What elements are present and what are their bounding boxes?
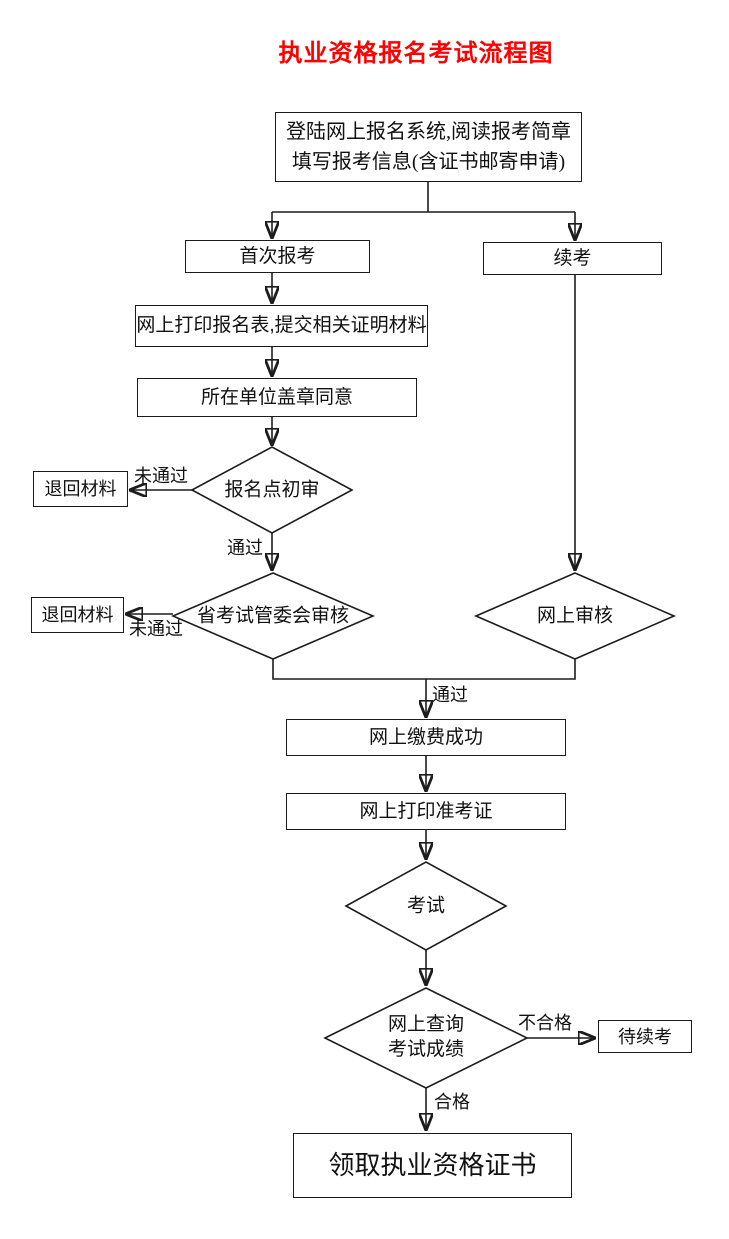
- edge-label-score-pass: 合格: [434, 1092, 470, 1112]
- online-review-diamond: [473, 572, 677, 660]
- first-time-label: 首次报考: [239, 245, 316, 267]
- page-title: 执业资格报名考试流程图: [278, 41, 554, 67]
- return-materials-label-1: 退回材料: [44, 479, 117, 499]
- edge-label-merge-pass: 通过: [432, 685, 468, 705]
- login-box-line2: 填写报考信息(含证书邮寄申请): [291, 151, 566, 173]
- exam-label: 考试: [406, 895, 446, 917]
- exam-diamond: [344, 861, 508, 951]
- await-retake-box: 待续考: [598, 1020, 692, 1053]
- return-materials-box-2: 退回材料: [31, 597, 124, 633]
- print-ticket-box: 网上打印准考证: [286, 793, 566, 830]
- edge-label-site-review-pass: 通过: [227, 538, 263, 558]
- provincial-review-label: 省考试管委会审核: [196, 605, 350, 627]
- get-certificate-box: 领取执业资格证书: [293, 1133, 572, 1198]
- login-box-line1: 登陆网上报名系统,阅读报考简章: [286, 121, 571, 143]
- first-time-box: 首次报考: [185, 240, 370, 273]
- check-score-line1: 网上查询: [387, 1014, 465, 1035]
- pay-online-label: 网上缴费成功: [368, 726, 483, 748]
- provincial-review-diamond: [170, 572, 376, 660]
- check-score-diamond: [323, 987, 529, 1089]
- check-score-label: 网上查询 考试成绩: [388, 1012, 464, 1062]
- return-materials-label-2: 退回材料: [41, 605, 114, 625]
- edge-label-site-review-fail: 未通过: [134, 466, 188, 486]
- pay-online-box: 网上缴费成功: [286, 719, 566, 756]
- get-certificate-label: 领取执业资格证书: [328, 1150, 537, 1180]
- await-retake-label: 待续考: [618, 1026, 672, 1047]
- print-form-label: 网上打印报名表,提交相关证明材料: [136, 315, 427, 336]
- site-review-diamond: [190, 446, 354, 534]
- continue-exam-box: 续考: [483, 242, 662, 275]
- employer-stamp-label: 所在单位盖章同意: [200, 386, 353, 408]
- site-review-label: 报名点初审: [224, 479, 320, 501]
- login-box: 登陆网上报名系统,阅读报考简章 填写报考信息(含证书邮寄申请): [275, 112, 582, 182]
- edge-label-score-fail: 不合格: [518, 1013, 572, 1033]
- merge-bar: [272, 659, 576, 680]
- print-form-box: 网上打印报名表,提交相关证明材料: [135, 305, 428, 347]
- edge-label-provincial-fail: 未通过: [129, 619, 183, 639]
- check-score-line2: 考试成绩: [387, 1039, 465, 1060]
- online-review-label: 网上审核: [536, 605, 614, 627]
- continue-exam-label: 续考: [553, 247, 592, 269]
- employer-stamp-box: 所在单位盖章同意: [137, 378, 417, 417]
- print-ticket-label: 网上打印准考证: [359, 800, 493, 822]
- return-materials-box-1: 退回材料: [33, 471, 128, 507]
